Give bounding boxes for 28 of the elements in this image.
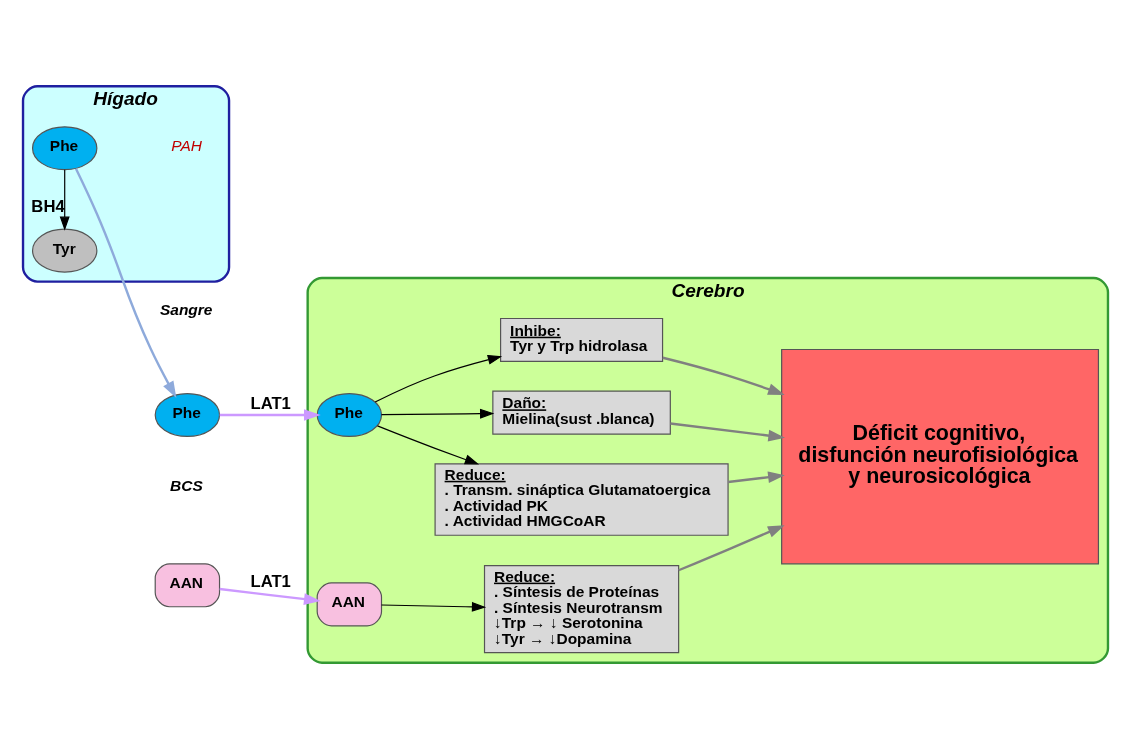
node-box: Inhibe: Tyr y Trp hidrolasa <box>500 317 664 362</box>
node-box: Reduce: . Síntesis de Proteínas . Síntesis Neurotransm ↓Trp → ↓ Serotonina ↓Tyr → ↓Dopamina <box>483 565 680 654</box>
node-ellipse: Phe <box>316 392 383 438</box>
node-box: AAN <box>316 582 383 627</box>
arrow <box>219 587 321 605</box>
node-ellipse: Phe <box>31 126 98 171</box>
arrow <box>74 168 177 399</box>
arrow <box>376 425 480 465</box>
node-ellipse: Tyr <box>31 228 98 273</box>
edge-label: LAT1 <box>250 394 291 414</box>
arrow <box>374 354 503 403</box>
arrow <box>678 525 785 572</box>
node-box: Déficit cognitivo, disfunción neurofisiológica y neurosicológica <box>781 348 1100 565</box>
node-box: Reduce: . Transm. sináptica Glutamatoergica . Actividad PK . Actividad HMGCoAR <box>434 463 729 536</box>
node-box: Daño: Mielina(sust .blanca) <box>492 390 671 435</box>
label: BCS <box>170 476 203 494</box>
label: Sangre <box>159 301 213 319</box>
arrow <box>380 408 495 419</box>
label: PAH <box>171 137 202 155</box>
arrow <box>670 422 785 442</box>
arrow <box>662 356 785 395</box>
node-box: AAN <box>154 563 221 608</box>
edge-label: LAT1 <box>250 571 291 591</box>
arrow <box>727 471 785 484</box>
arrow <box>380 601 487 612</box>
arrow <box>59 169 70 231</box>
node-ellipse: Phe <box>154 392 221 438</box>
arrow <box>219 409 321 421</box>
